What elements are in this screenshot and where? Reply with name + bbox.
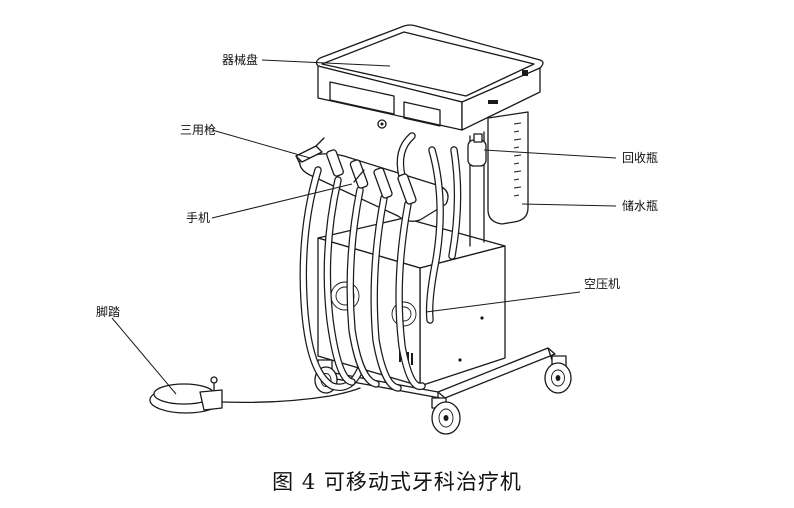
label-compressor: 空压机 (584, 277, 620, 291)
wheel-right (544, 355, 572, 394)
label-handpiece: 手机 (186, 211, 210, 225)
wheel-front (431, 397, 461, 435)
three-way-syringe (295, 137, 325, 165)
leader-lines (111, 59, 617, 395)
water-bottle (487, 111, 529, 225)
compressor-cabinet (317, 217, 506, 387)
recovery-bottle (467, 133, 487, 167)
instrument-tray (315, 24, 544, 131)
holder-arm (299, 153, 449, 222)
label-foot-pedal: 脚踏 (96, 304, 120, 319)
label-recovery-bottle: 回收瓶 (622, 151, 658, 165)
label-tray: 器械盘 (222, 52, 258, 67)
label-syringe: 三用枪 (180, 122, 216, 137)
figure-caption: 图 4 可移动式牙科治疗机 (272, 470, 522, 494)
foot-pedal (149, 376, 361, 414)
hoses (299, 132, 462, 392)
handpieces (326, 149, 417, 205)
label-water-bottle: 储水瓶 (622, 198, 658, 213)
